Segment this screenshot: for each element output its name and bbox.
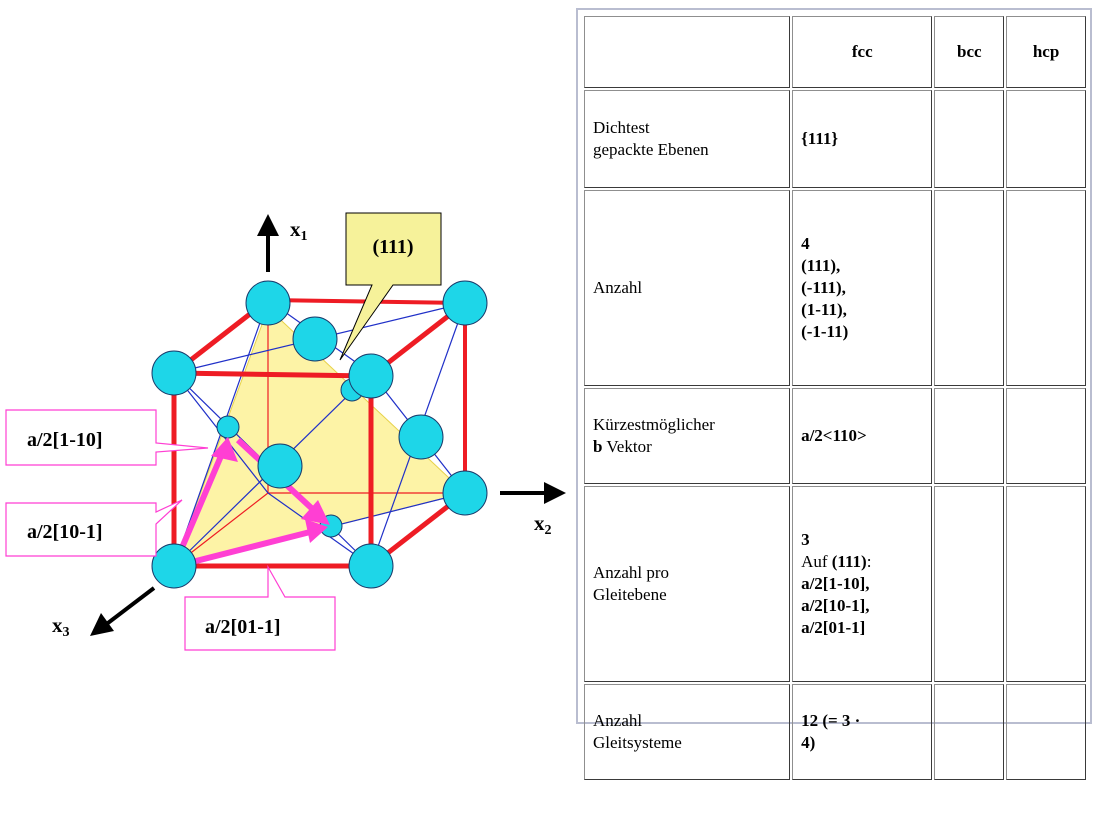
header-empty <box>584 16 791 88</box>
row-label-line1: Kürzestmöglicher <box>593 414 715 434</box>
atoms <box>151 280 488 589</box>
atom-corner <box>245 280 291 326</box>
row-label: Kürzestmöglicher b Vektor <box>584 388 791 484</box>
svg-text:x1: x1 <box>290 217 308 244</box>
table-row: Kürzestmöglicher b Vektor a/2<110> <box>584 388 1086 484</box>
atom-corner <box>151 543 197 589</box>
row-label-b: b <box>593 437 603 456</box>
fcc-slip-system-diagram: x1 x2 x3 (111) a/2[1-10] a/2[10-1] a/2[0… <box>5 212 566 651</box>
atom-face-center <box>257 443 303 489</box>
row-label: Dichtest gepackte Ebenen <box>584 90 791 188</box>
table-row: Anzahl pro Gleitebene 3 Auf (111): a/2[1… <box>584 486 1086 682</box>
fcc-plane: (111) <box>831 551 867 571</box>
axis-x1: x1 <box>257 214 308 272</box>
bcc-value <box>934 684 1005 780</box>
fcc-value: a/2<110> <box>792 388 933 484</box>
fcc-vectors: a/2[1-10], a/2[10-1], a/2[01-1] <box>801 573 870 638</box>
svg-text:a/2[10-1]: a/2[10-1] <box>27 521 103 543</box>
row-label: Anzahl Gleitsysteme <box>584 684 791 780</box>
row-label-rest: Vektor <box>602 437 652 456</box>
bcc-value <box>934 90 1005 188</box>
svg-text:x3: x3 <box>52 613 70 640</box>
fcc-on-label: Auf <box>801 551 832 571</box>
bcc-value <box>934 190 1005 386</box>
svg-text:a/2[01-1]: a/2[01-1] <box>205 616 281 638</box>
properties-table-frame: fcc bcc hcp Dichtest gepackte Ebenen {11… <box>576 8 1092 780</box>
hcp-value <box>1006 90 1086 188</box>
atom-face-center <box>292 316 338 362</box>
svg-text:x2: x2 <box>534 511 552 538</box>
table-row: Anzahl Gleitsysteme 12 (= 3 · 4) <box>584 684 1086 780</box>
bcc-value <box>934 388 1005 484</box>
fcc-colon: : <box>866 551 872 571</box>
hcp-value <box>1006 190 1086 386</box>
atom-corner <box>348 353 394 399</box>
row-label: Anzahl pro Gleitebene <box>584 486 791 682</box>
atom-face-center <box>398 414 444 460</box>
header-row: fcc bcc hcp <box>584 16 1086 88</box>
plane-callout: (111) <box>339 212 442 361</box>
svg-text:(111): (111) <box>372 236 413 258</box>
fcc-value: {111} <box>792 90 933 188</box>
axis-x3: x3 <box>52 586 156 640</box>
svg-text:a/2[1-10]: a/2[1-10] <box>27 429 103 451</box>
slip-properties-table: fcc bcc hcp Dichtest gepackte Ebenen {11… <box>582 14 1088 782</box>
hcp-value <box>1006 684 1086 780</box>
fcc-value: 12 (= 3 · 4) <box>792 684 933 780</box>
atom-corner <box>442 470 488 516</box>
hcp-value <box>1006 486 1086 682</box>
fcc-count: 3 <box>801 529 810 549</box>
hcp-value <box>1006 388 1086 484</box>
bcc-value <box>934 486 1005 682</box>
header-fcc: fcc <box>792 16 933 88</box>
table-row: Dichtest gepackte Ebenen {111} <box>584 90 1086 188</box>
row-label: Anzahl <box>584 190 791 386</box>
vector-label-1-10: a/2[1-10] <box>5 409 209 466</box>
fcc-value: 4 (111), (-111), (1-11), (-1-11) <box>792 190 933 386</box>
header-hcp: hcp <box>1006 16 1086 88</box>
axis-x2: x2 <box>500 482 566 538</box>
atom-corner <box>348 543 394 589</box>
header-bcc: bcc <box>934 16 1005 88</box>
atom-corner <box>151 350 197 396</box>
vector-label-10-1: a/2[10-1] <box>5 499 183 557</box>
fcc-value: 3 Auf (111): a/2[1-10], a/2[10-1], a/2[0… <box>792 486 933 682</box>
atom-corner <box>442 280 488 326</box>
vector-label-01-1: a/2[01-1] <box>184 564 336 651</box>
table-row: Anzahl 4 (111), (-111), (1-11), (-1-11) <box>584 190 1086 386</box>
